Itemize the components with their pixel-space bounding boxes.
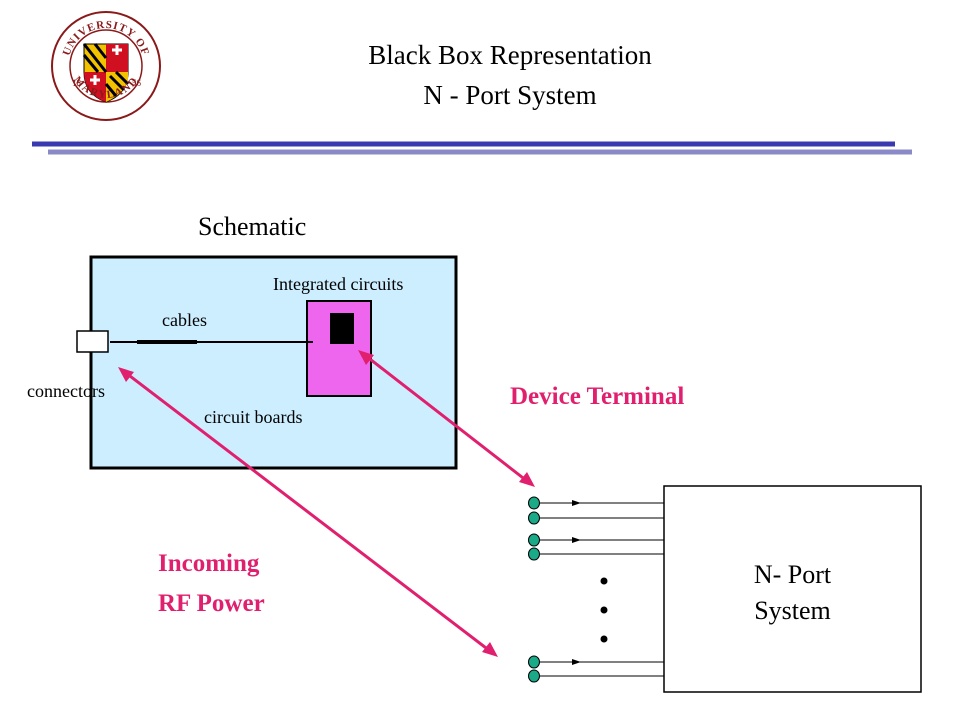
current-arrow xyxy=(572,537,581,543)
nport-system-box xyxy=(663,485,922,693)
integrated-circuit-chip xyxy=(330,313,354,344)
port-terminal xyxy=(528,496,540,510)
seal-year-right: 56 xyxy=(132,78,142,88)
seal-year-left: 18 xyxy=(72,78,82,88)
connector xyxy=(76,330,109,353)
port-pair-n xyxy=(528,655,664,683)
nport-label-line1: N- Port xyxy=(753,560,832,589)
ellipsis-dot xyxy=(600,606,608,614)
cables-label: cables xyxy=(162,310,207,330)
device-terminal-label: Device Terminal xyxy=(510,383,685,410)
nport-label-line2: System xyxy=(754,596,831,625)
circuit-boards-label: circuit boards xyxy=(204,407,303,427)
port-terminal xyxy=(528,547,540,561)
port-terminal xyxy=(528,511,540,525)
incoming-label-line2: RF Power xyxy=(158,590,265,617)
current-arrow xyxy=(572,500,581,506)
schematic-box xyxy=(89,255,458,470)
ellipsis-dot xyxy=(600,635,608,643)
incoming-label-line1: Incoming xyxy=(158,550,260,577)
port-terminal xyxy=(528,655,540,669)
current-arrow xyxy=(572,659,581,665)
ellipsis-dot xyxy=(600,577,608,585)
port-pair-1 xyxy=(528,496,664,525)
incoming-rf-arrow xyxy=(118,367,498,657)
slide-title-line1: Black Box Representation xyxy=(368,40,652,70)
slide-title-line2: N - Port System xyxy=(423,80,597,110)
seal-graphic: UNIVERSITY OF MARYLAND 18 56 xyxy=(51,11,161,121)
device-terminal-arrow xyxy=(358,350,535,487)
university-seal-logo: UNIVERSITY OF MARYLAND 18 56 xyxy=(50,10,162,122)
connectors-label: connectors xyxy=(27,381,105,401)
port-pair-2 xyxy=(528,533,664,561)
schematic-heading: Schematic xyxy=(198,212,307,241)
port-terminal xyxy=(528,533,540,547)
port-terminal xyxy=(528,669,540,683)
integrated-circuits-label: Integrated circuits xyxy=(273,274,404,294)
